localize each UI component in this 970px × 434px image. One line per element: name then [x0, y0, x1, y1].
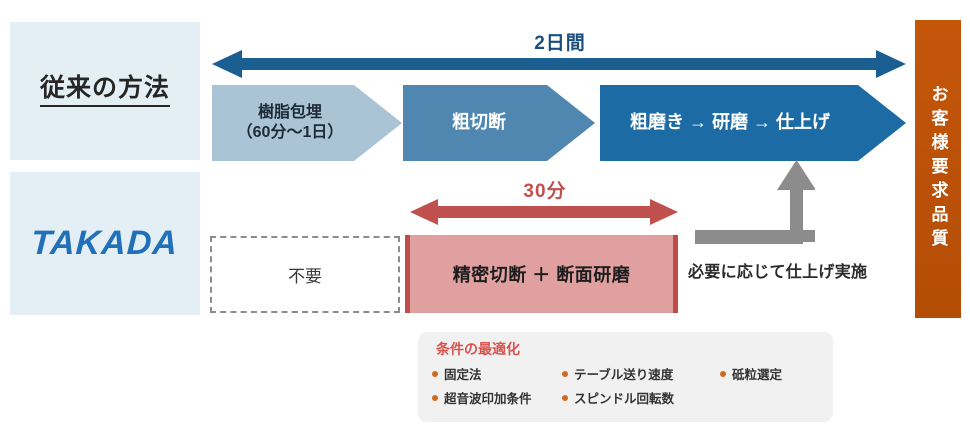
legend-item-label: 超音波印加条件: [444, 392, 532, 406]
bullet-dot-icon: [432, 370, 438, 377]
finishing-note: 必要に応じて仕上げ実施: [688, 264, 868, 281]
double-headed-arrow-icon: [212, 50, 906, 78]
legend-item-fixing-method: 固定法: [432, 364, 562, 383]
bullet-dot-icon: [562, 370, 568, 377]
conventional-method-title: 従来の方法: [39, 75, 170, 107]
box-precision-label: 精密切断 ＋ 断面研磨: [452, 265, 631, 285]
row-label-conventional: 従来の方法: [10, 22, 200, 160]
customer-quality-bar: お客様要求品質: [915, 20, 961, 318]
step-1-text: 樹脂包埋 （60分～1日）: [212, 103, 402, 144]
legend-item-ultrasonic-conditions: 超音波印加条件: [432, 388, 562, 407]
step-1-title: 樹脂包埋: [257, 103, 322, 121]
duration-label-conventional: 2日間: [534, 33, 586, 54]
legend-item-abrasive-selection: 砥粒選定: [720, 364, 782, 383]
legend-item-label: テーブル送り速度: [574, 368, 674, 382]
optimization-legend: 条件の最適化 固定法 テーブル送り速度 砥粒選定 超音波印加条件 スピ: [418, 332, 833, 422]
step-1-sub: （60分～1日）: [236, 124, 344, 141]
step-2-title: 粗切断: [452, 112, 506, 133]
row-label-takada: TAKADA: [10, 172, 200, 315]
legend-item-label: 砥粒選定: [732, 368, 783, 382]
box-not-required-label: 不要: [288, 267, 322, 286]
step-3-text: 粗磨き → 研磨 → 仕上げ: [600, 111, 906, 134]
bullet-dot-icon: [562, 394, 568, 401]
legend-item-spindle-speed: スピンドル回転数: [562, 388, 720, 407]
double-headed-arrow-icon: [410, 199, 678, 225]
legend-item-table-feed-speed: テーブル送り速度: [562, 364, 720, 383]
optimization-title: 条件の最適化: [436, 341, 520, 357]
box-precision-cut-polish[interactable]: 精密切断 ＋ 断面研磨: [405, 235, 678, 313]
process-step-resin-embedding[interactable]: 樹脂包埋 （60分～1日）: [212, 85, 402, 161]
takada-logo: TAKADA: [30, 224, 180, 262]
legend-row-1: 固定法 テーブル送り速度 砥粒選定: [432, 364, 819, 383]
customer-quality-label: お客様要求品質: [928, 85, 948, 253]
legend-item-label: スピンドル回転数: [574, 392, 675, 406]
legend-row-2: 超音波印加条件 スピンドル回転数: [432, 388, 819, 407]
legend-item-label: 固定法: [444, 368, 482, 382]
bullet-dot-icon: [432, 394, 438, 401]
duration-label-takada: 30分: [523, 181, 567, 202]
bullet-dot-icon: [720, 370, 726, 377]
process-step-rough-cutting[interactable]: 粗切断: [403, 85, 595, 161]
step-2-text: 粗切断: [403, 111, 595, 134]
box-not-required: 不要: [210, 236, 400, 313]
process-step-grinding-polishing-finishing[interactable]: 粗磨き → 研磨 → 仕上げ: [600, 85, 906, 161]
elbow-up-arrow-icon: [695, 160, 815, 244]
step-3-title: 粗磨き → 研磨 → 仕上げ: [629, 112, 830, 133]
